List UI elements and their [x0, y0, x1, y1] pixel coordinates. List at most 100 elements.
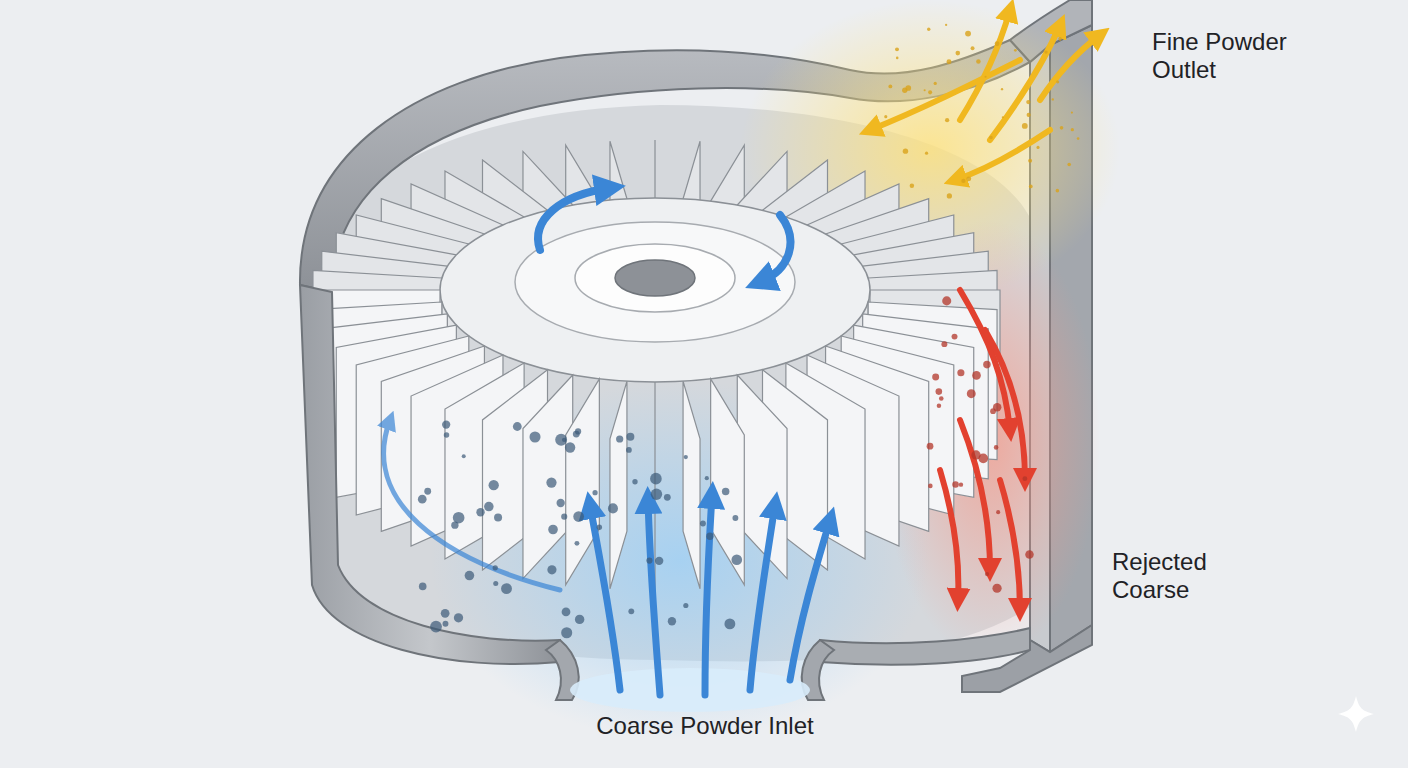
coarse-particle [700, 521, 706, 527]
coarse-particle [476, 508, 484, 516]
inlet-label: Coarse Powder Inlet [596, 712, 813, 740]
rotor-blade [711, 379, 745, 585]
coarse-particle [731, 554, 742, 565]
coarse-particle [556, 499, 564, 507]
coarse-particle [561, 627, 572, 638]
fine-particle [1022, 123, 1028, 129]
coarse-particle [573, 431, 580, 438]
coarse-particle [424, 488, 431, 495]
fine-particle [995, 41, 1000, 46]
coarse-particle [632, 479, 637, 484]
coarse-particle [616, 435, 623, 442]
reject-particle [932, 374, 939, 381]
particles [418, 24, 1080, 638]
coarse-particle [575, 615, 584, 624]
coarse-particle [419, 583, 427, 591]
reject-particle [985, 572, 989, 576]
fine-particle [989, 136, 993, 140]
coarse-particle [650, 473, 662, 485]
fine-particle [1029, 185, 1033, 189]
fine-particle [1028, 159, 1032, 163]
coarse-particle [597, 524, 602, 529]
reject-particle [993, 403, 1001, 411]
coarse-particle [646, 558, 652, 564]
hub-hole [615, 260, 695, 296]
coarse-particle [465, 571, 475, 581]
coarse-particle [444, 432, 449, 437]
coarse-particle [722, 488, 730, 496]
fine-particle [927, 27, 930, 30]
housing-left-wall [300, 285, 560, 664]
coarse-particle [628, 608, 634, 614]
reject-particle [941, 341, 947, 347]
fine-particle [945, 118, 949, 122]
fine-particle [1002, 116, 1004, 118]
reject-particle [957, 369, 964, 376]
reject-particle [996, 510, 1000, 514]
coarse-particle [574, 541, 579, 546]
fine-particle [1056, 81, 1059, 84]
coarse-particle [441, 609, 450, 618]
coarse-particle [651, 489, 662, 500]
inlet-arrows [384, 420, 830, 695]
rotor-blade [654, 382, 655, 590]
fine-particle [1067, 163, 1071, 167]
inlet-mouth-glow [570, 668, 810, 712]
fine-particle [1027, 113, 1031, 117]
coarse-particle [529, 431, 540, 442]
fine-particle [896, 57, 899, 60]
coarse-particle [430, 621, 442, 633]
fine-particle [905, 85, 911, 91]
fine-particle [1044, 50, 1047, 53]
fine-particle [945, 24, 947, 26]
coarse-particle [547, 565, 556, 574]
fine-particle [1052, 98, 1054, 100]
coarse-particle [562, 608, 571, 617]
coarse-particle [668, 617, 676, 625]
coarse-particle [501, 583, 512, 594]
hub-ring [515, 222, 795, 342]
reject-label: Rejected Coarse [1112, 548, 1227, 604]
reject-particle [1025, 550, 1034, 559]
coarse-particle [484, 502, 493, 511]
fine-particle [910, 183, 914, 187]
reject-particle [971, 450, 980, 459]
coarse-particle [493, 565, 498, 570]
reject-particle [1022, 476, 1027, 481]
coarse-particle [442, 420, 450, 428]
fine-particle [961, 179, 965, 183]
outlet-label: Fine Powder Outlet [1152, 28, 1292, 84]
reject-particle [972, 371, 981, 380]
fine-particle [984, 76, 986, 78]
rotor [310, 140, 1000, 590]
coarse-particle [548, 525, 558, 535]
fine-particle [928, 90, 932, 94]
reject-particle [937, 404, 941, 408]
coarse-particle [655, 557, 663, 565]
fine-particle [1058, 37, 1062, 41]
hub-ring [575, 244, 735, 312]
coarse-particle [494, 513, 502, 521]
fine-particle [888, 84, 892, 88]
fine-particle [965, 31, 971, 37]
coarse-particle [454, 613, 463, 622]
reject-arrows [940, 290, 1025, 610]
reject-particle [928, 484, 933, 489]
coarse-particle [608, 503, 618, 513]
reject-particle [939, 396, 944, 401]
fine-particle [947, 193, 952, 198]
fine-particle [1060, 126, 1064, 130]
coarse-particle [724, 618, 735, 629]
fine-particle [1071, 112, 1073, 114]
coarse-particle [462, 454, 466, 458]
fine-particle [947, 59, 952, 64]
coarse-particle [451, 522, 458, 529]
coarse-particle [684, 455, 688, 459]
reject-particle [942, 296, 951, 305]
fine-particle [1014, 49, 1017, 52]
coarse-particle [561, 514, 567, 520]
reject-particle [959, 482, 963, 486]
coarse-particle [546, 477, 556, 487]
sparkle-watermark [1338, 696, 1374, 732]
